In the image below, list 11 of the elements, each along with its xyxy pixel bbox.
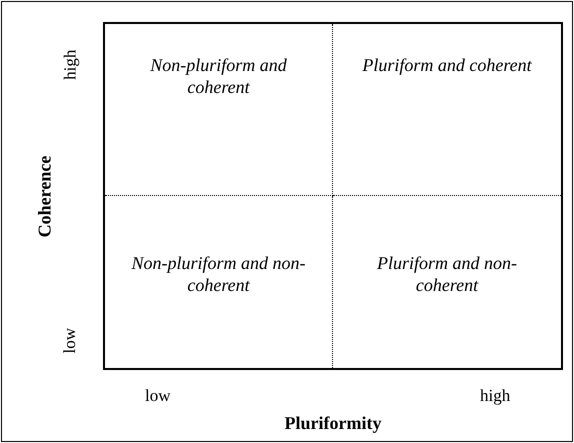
axis-tick-label: low [59, 328, 80, 354]
axis-tick-label: high [59, 50, 80, 80]
axis-tick-label: high [480, 385, 510, 407]
quadrant-label: Pluriform and non-coherent [376, 252, 518, 296]
quadrant-label: Pluriform and coherent [361, 54, 533, 76]
quadrant-label: Non-pluriform and non-coherent [130, 252, 306, 296]
axis-tick-label: low [145, 385, 170, 407]
quadrant-label: Non-pluriform and coherent [149, 54, 288, 98]
axis-title: Coherence [34, 155, 56, 237]
quadrant [105, 24, 333, 196]
axis-title: Pluriformity [284, 412, 382, 435]
